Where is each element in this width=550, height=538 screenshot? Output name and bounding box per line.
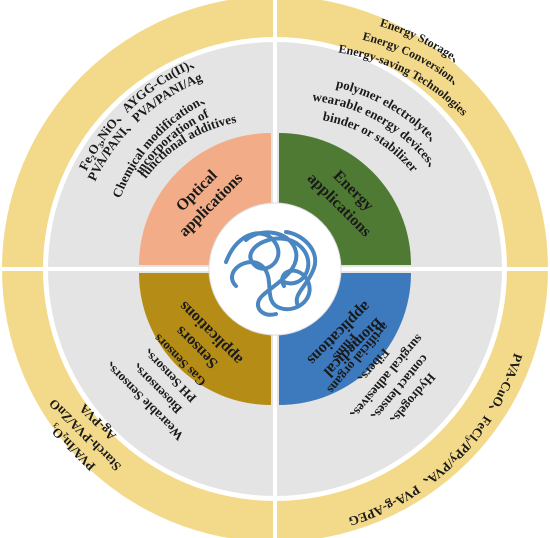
center-circle [208, 202, 342, 336]
polymer-chain-icon [224, 230, 318, 317]
